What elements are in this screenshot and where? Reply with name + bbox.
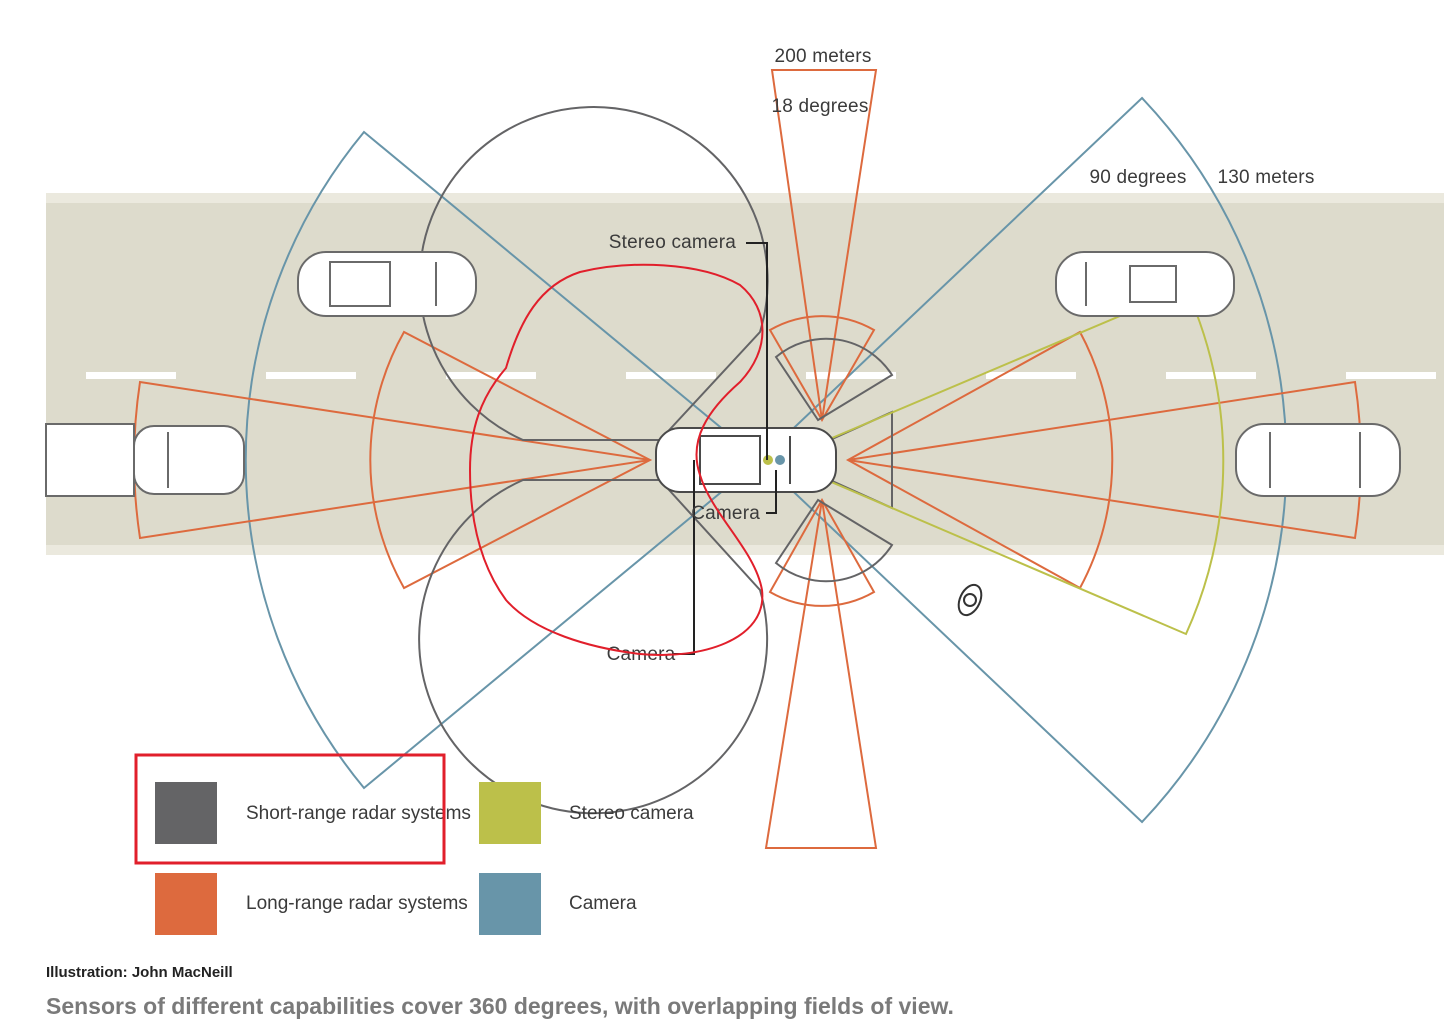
- road: [46, 193, 1444, 555]
- stereo-camera-fov: [777, 286, 1225, 636]
- truck-left: [45, 423, 245, 497]
- stereo-camera-label: Stereo camera: [609, 232, 736, 253]
- vehicle-right: [1235, 423, 1401, 497]
- legend-label-long-range-radar: Long-range radar systems: [246, 893, 468, 914]
- vehicle-top-left: [297, 251, 477, 317]
- legend-swatch-stereo-camera: [479, 782, 541, 844]
- range-top-label: 200 meters: [774, 46, 871, 67]
- vehicle-top-right: [1055, 251, 1235, 317]
- angle-right-label: 90 degrees: [1089, 167, 1186, 188]
- legend-swatch-short-range-radar: [155, 782, 217, 844]
- legend-swatch-camera: [479, 873, 541, 935]
- figure-caption: Sensors of different capabilities cover …: [46, 993, 954, 1019]
- legend: Short-range radar systems Stereo camera …: [155, 782, 694, 935]
- ego-vehicle: [655, 427, 837, 493]
- legend-label-short-range-radar: Short-range radar systems: [246, 803, 471, 824]
- annotation-red-box: [134, 753, 446, 865]
- pedestrian-icon: [957, 583, 983, 617]
- camera-sensor-dot: [775, 455, 785, 465]
- annotation-red-outline: [468, 263, 764, 656]
- angle-top-label: 18 degrees: [771, 96, 868, 117]
- legend-swatch-long-range-radar: [155, 873, 217, 935]
- lane-markings: [86, 372, 1436, 379]
- legend-label-camera: Camera: [569, 893, 637, 914]
- range-right-label: 130 meters: [1217, 167, 1314, 188]
- camera-front-label: Camera: [691, 503, 760, 524]
- illustration-credit: Illustration: John MacNeill: [46, 964, 233, 981]
- legend-label-stereo-camera: Stereo camera: [569, 803, 694, 824]
